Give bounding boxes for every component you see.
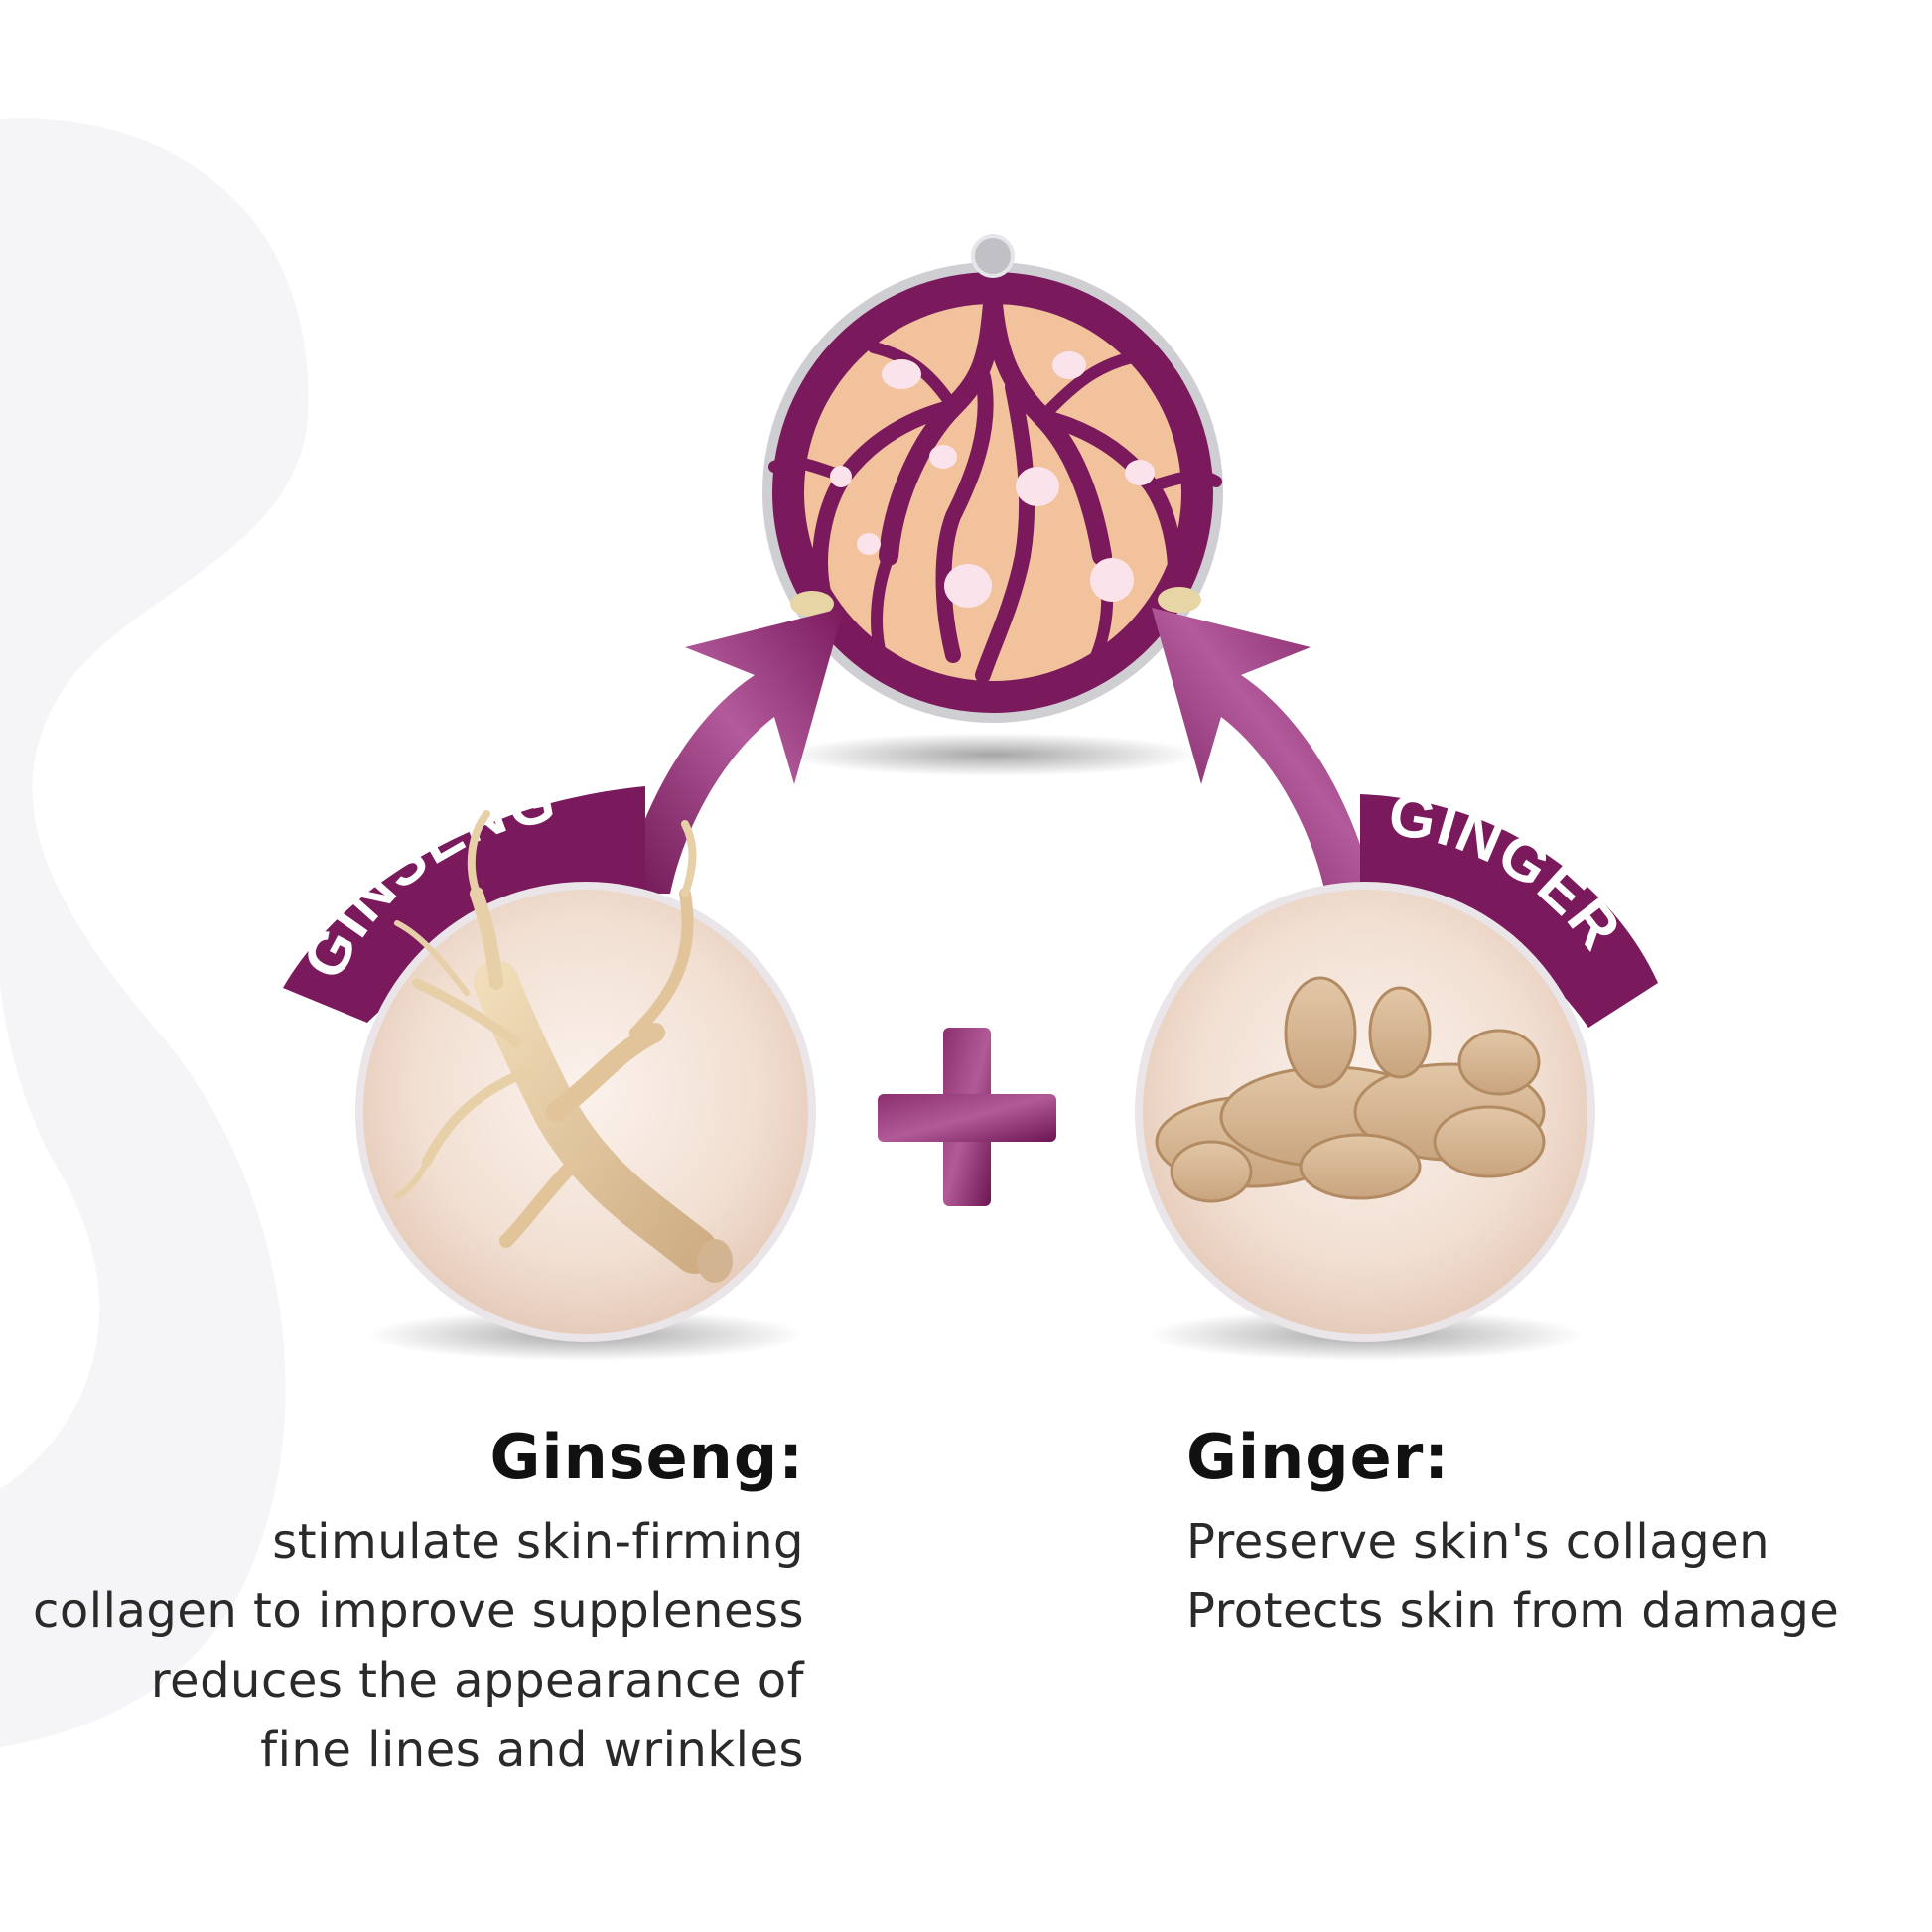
curved-arrow-icon: [621, 608, 1375, 894]
ginseng-line: collagen to improve suppleness: [33, 1584, 804, 1639]
ginseng-line: stimulate skin-firming: [272, 1514, 804, 1570]
ginseng-description: Ginseng: stimulate skin-firming collagen…: [30, 1418, 804, 1785]
ginger-banner: [1360, 794, 1658, 1028]
ginseng-card: GINSENG: [283, 766, 816, 1361]
background-swirl: [0, 118, 309, 1747]
ginseng-line: fine lines and wrinkles: [260, 1723, 804, 1778]
ginseng-root-icon: [394, 810, 733, 1283]
ginger-line: Protects skin from damage: [1186, 1584, 1840, 1639]
arrow-left: [621, 608, 844, 894]
skin-cell-spots: [830, 351, 1155, 608]
ginger-title: Ginger:: [1186, 1421, 1450, 1493]
ginseng-banner: [283, 786, 645, 1023]
ginger-description: Ginger: Preserve skin's collagen Protect…: [1186, 1418, 1901, 1646]
plus-icon: [878, 1028, 1056, 1206]
skin-collagen-badge: [762, 234, 1223, 776]
ginger-line: Preserve skin's collagen: [1186, 1514, 1771, 1570]
ginseng-title: Ginseng:: [489, 1421, 804, 1493]
ginger-root-icon: [1155, 976, 1546, 1203]
ginseng-line: reduces the appearance of: [150, 1653, 804, 1709]
arrow-right: [1152, 608, 1375, 894]
ginger-card: GINGER: [1135, 780, 1658, 1361]
